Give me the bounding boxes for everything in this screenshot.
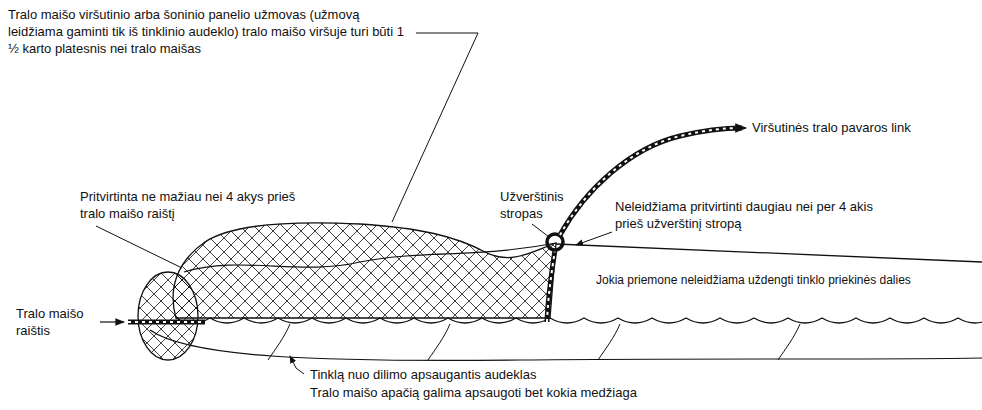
codend-lower-edge xyxy=(176,318,982,323)
rope-arrowhead xyxy=(736,127,746,129)
callout-label: Jokia priemone neleidžiama uždengti tink… xyxy=(596,272,911,289)
chafer-rib xyxy=(268,324,290,360)
lifting-strop-twist xyxy=(547,250,555,322)
codend-upper-edge xyxy=(184,243,556,272)
chafer-rib xyxy=(778,324,800,360)
leader-line xyxy=(96,226,182,268)
callout-label: Tralo maišo apačią galima apsaugoti bet … xyxy=(310,384,637,401)
callout-label: Viršutinės tralo pavaros link xyxy=(752,119,911,136)
chafer-outline xyxy=(150,330,982,360)
callout-label: Pritvirtinta ne mažiau nei 4 akys prieš … xyxy=(80,188,312,222)
leader-arrow xyxy=(290,356,304,374)
codend-cover-mesh xyxy=(173,223,556,318)
codline-twist xyxy=(128,321,205,323)
callout-label: Neleidžiama pritvirtinti daugiau nei per… xyxy=(615,198,885,232)
chafer-ribs xyxy=(268,324,800,360)
codend-end-mesh xyxy=(138,272,198,360)
lifting-strop xyxy=(547,250,555,322)
leader-arrow xyxy=(576,232,612,245)
codline xyxy=(128,320,205,325)
leader-line xyxy=(392,33,478,222)
chafer-rib xyxy=(428,324,450,360)
net-upper-edge xyxy=(556,244,982,262)
strop-eye xyxy=(547,234,563,250)
callout-label: Tralo maišo raištis xyxy=(16,305,102,339)
callout-label: Tralo maišo viršutinio arba šoninio pane… xyxy=(8,6,410,57)
callout-label: Tinklą nuo dilimo apsaugantis audeklas xyxy=(310,366,536,383)
chafer-rib xyxy=(598,324,620,360)
callout-label: Užverštinis stropas xyxy=(500,188,584,222)
leader-arrow xyxy=(100,321,124,322)
leader-line xyxy=(532,224,549,237)
scallop-edge xyxy=(176,318,982,323)
